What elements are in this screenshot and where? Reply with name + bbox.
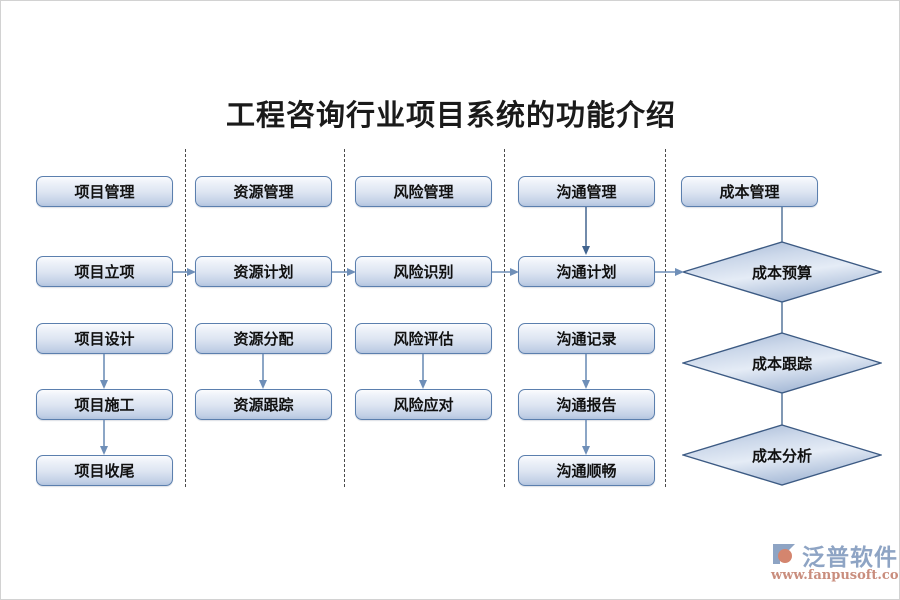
node-label: 沟通报告 xyxy=(556,395,617,414)
node-risk-response[interactable]: 风险应对 xyxy=(355,389,492,420)
node-resource-allocation[interactable]: 资源分配 xyxy=(195,323,332,354)
arrow-commheader-to-plan xyxy=(582,207,590,255)
arrow-assessment-to-response xyxy=(419,354,427,389)
node-label: 风险评估 xyxy=(393,329,454,348)
diamond-cost-tracking[interactable]: 成本跟踪 xyxy=(682,332,882,394)
arrow-allocation-to-tracking xyxy=(259,354,267,389)
node-label: 沟通计划 xyxy=(556,262,617,281)
node-label: 项目收尾 xyxy=(74,461,135,480)
column-divider-1 xyxy=(185,149,186,487)
node-communication-management-header[interactable]: 沟通管理 xyxy=(518,176,655,207)
column-divider-3 xyxy=(504,149,505,487)
node-label: 风险识别 xyxy=(393,262,454,281)
node-project-initiation[interactable]: 项目立项 xyxy=(36,256,173,287)
line-costheader-to-budget xyxy=(781,207,783,243)
node-communication-plan[interactable]: 沟通计划 xyxy=(518,256,655,287)
diamond-cost-analysis[interactable]: 成本分析 xyxy=(682,424,882,486)
node-label: 项目立项 xyxy=(74,262,135,281)
node-label: 风险应对 xyxy=(393,395,454,414)
brand-logo: 泛普软件 www.fanpusoft.com xyxy=(769,538,899,588)
arrow-commplan-to-costbudget xyxy=(655,268,684,276)
arrow-riskid-to-commplan xyxy=(492,268,519,276)
node-label: 资源管理 xyxy=(233,182,294,201)
node-label: 沟通管理 xyxy=(556,182,617,201)
node-resource-tracking[interactable]: 资源跟踪 xyxy=(195,389,332,420)
node-risk-assessment[interactable]: 风险评估 xyxy=(355,323,492,354)
node-label: 沟通顺畅 xyxy=(556,461,617,480)
node-risk-management-header[interactable]: 风险管理 xyxy=(355,176,492,207)
arrow-design-to-construction xyxy=(100,354,108,389)
node-label: 成本管理 xyxy=(719,182,780,201)
diamond-shape xyxy=(682,424,882,486)
arrow-report-to-smooth xyxy=(582,420,590,455)
node-communication-record[interactable]: 沟通记录 xyxy=(518,323,655,354)
node-label: 项目管理 xyxy=(74,182,135,201)
arrow-record-to-report xyxy=(582,354,590,389)
arrow-initiation-to-resourceplan xyxy=(173,268,196,276)
node-risk-identification[interactable]: 风险识别 xyxy=(355,256,492,287)
node-project-closure[interactable]: 项目收尾 xyxy=(36,455,173,486)
diamond-shape xyxy=(682,332,882,394)
node-label: 资源分配 xyxy=(233,329,294,348)
node-project-management-header[interactable]: 项目管理 xyxy=(36,176,173,207)
node-communication-smooth[interactable]: 沟通顺畅 xyxy=(518,455,655,486)
arrow-construction-to-closure xyxy=(100,420,108,455)
node-resource-management-header[interactable]: 资源管理 xyxy=(195,176,332,207)
logo-brand-name: 泛普软件 xyxy=(802,545,898,571)
node-communication-report[interactable]: 沟通报告 xyxy=(518,389,655,420)
node-resource-plan[interactable]: 资源计划 xyxy=(195,256,332,287)
node-label: 项目施工 xyxy=(74,395,135,414)
node-label: 项目设计 xyxy=(74,329,135,348)
line-budget-to-tracking xyxy=(781,301,783,333)
node-project-construction[interactable]: 项目施工 xyxy=(36,389,173,420)
line-tracking-to-analysis xyxy=(781,392,783,425)
diamond-cost-budget[interactable]: 成本预算 xyxy=(682,241,882,303)
node-label: 沟通记录 xyxy=(556,329,617,348)
node-label: 风险管理 xyxy=(393,182,454,201)
column-divider-2 xyxy=(344,149,345,487)
arrow-resourceplan-to-riskid xyxy=(332,268,356,276)
fanpu-logo-icon xyxy=(773,544,795,564)
node-label: 资源跟踪 xyxy=(233,395,294,414)
logo-url: www.fanpusoft.com xyxy=(771,568,900,583)
column-divider-4 xyxy=(665,149,666,487)
diamond-shape xyxy=(682,241,882,303)
page-title: 工程咨询行业项目系统的功能介绍 xyxy=(225,98,676,132)
node-cost-management-header[interactable]: 成本管理 xyxy=(681,176,818,207)
node-project-design[interactable]: 项目设计 xyxy=(36,323,173,354)
node-label: 资源计划 xyxy=(233,262,294,281)
